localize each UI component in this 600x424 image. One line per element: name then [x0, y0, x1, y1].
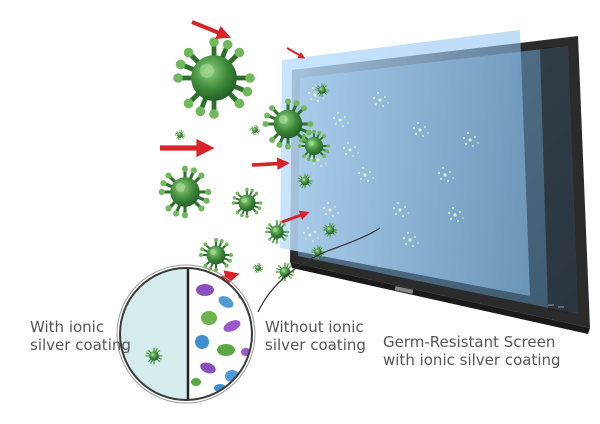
caption-without-coating-line-1: Without ionic: [265, 318, 364, 336]
coating-layer: [280, 30, 530, 296]
virus-icon: [173, 37, 255, 119]
virus-icon: [321, 221, 339, 239]
virus-icon: [296, 172, 314, 190]
virus-icon: [145, 347, 163, 365]
caption-with-coating: With ionic silver coating: [30, 318, 131, 354]
caption-screen: Germ-Resistant Screen with ionic silver …: [383, 333, 561, 369]
virus-icon: [314, 82, 330, 98]
virus-icon: [157, 164, 213, 220]
virus-icon: [275, 262, 295, 282]
caption-without-coating-line-2: silver coating: [265, 336, 366, 354]
virus-icon: [249, 124, 261, 136]
caption-with-coating-line-1: With ionic: [30, 318, 105, 336]
virus-icon: [264, 219, 290, 245]
caption-screen-line-1: Germ-Resistant Screen: [383, 333, 556, 351]
caption-screen-line-2: with ionic silver coating: [383, 351, 561, 369]
virus-icon: [174, 129, 186, 141]
caption-with-coating-line-2: silver coating: [30, 336, 131, 354]
screen-pointer-line: [257, 227, 381, 313]
virus-icon: [252, 262, 264, 274]
caption-without-coating: Without ionic silver coating: [265, 318, 366, 354]
red-arrow-icon: [160, 139, 215, 157]
magnifier-lens-icon: [116, 264, 256, 404]
virus-icon: [296, 128, 332, 164]
virus-icon: [310, 244, 326, 260]
virus-icon: [230, 186, 264, 220]
